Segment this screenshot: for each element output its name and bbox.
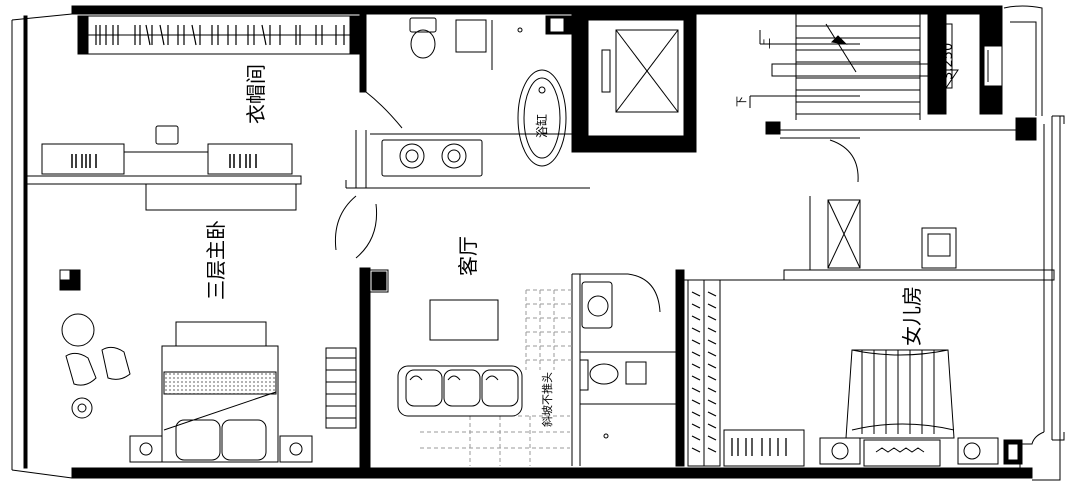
- central-wall-upper: [359, 9, 367, 93]
- left-wall-inner: [23, 15, 28, 469]
- main-staircase: [749, 14, 959, 120]
- room-label-master-bedroom: 三层主卧: [204, 220, 228, 300]
- slope-note-label: 斜坡不推头: [541, 372, 554, 427]
- sink-left: [399, 143, 425, 169]
- stair-down-label: 下: [735, 96, 748, 107]
- outer-wall-bottom: [71, 467, 1033, 479]
- room-label-living-room: 客厅: [456, 236, 480, 276]
- sink-right: [441, 143, 467, 169]
- central-wall-lower: [359, 267, 371, 469]
- bathtub: [517, 69, 567, 167]
- desk-right: [207, 143, 293, 175]
- toilet-lower: [589, 363, 619, 385]
- hanger-marks: [95, 24, 345, 46]
- stair-small: [325, 347, 357, 429]
- desk-left: [41, 143, 125, 175]
- daughter-partition: [783, 269, 1055, 281]
- coffee-table: [429, 299, 499, 341]
- daughter-bed: [819, 349, 1023, 467]
- cloak-partition: [26, 175, 302, 185]
- sink-lower: [587, 295, 609, 317]
- master-bed: [129, 321, 313, 463]
- bathtub-label: 浴缸: [535, 113, 550, 139]
- lounge-chairs: [65, 346, 131, 386]
- daughter-closet: [827, 199, 861, 269]
- stair-elevation-text: 3.250: [941, 43, 956, 80]
- outer-wall-top: [71, 5, 1003, 15]
- room-label-cloakroom: 衣帽间: [244, 64, 268, 124]
- toilet-top: [409, 17, 437, 33]
- room-label-daughter-room: 女儿房: [900, 286, 924, 346]
- stair-up-label: 上: [759, 38, 772, 49]
- desk-marks: [71, 154, 257, 168]
- sofa: [397, 365, 523, 417]
- round-table: [61, 313, 95, 347]
